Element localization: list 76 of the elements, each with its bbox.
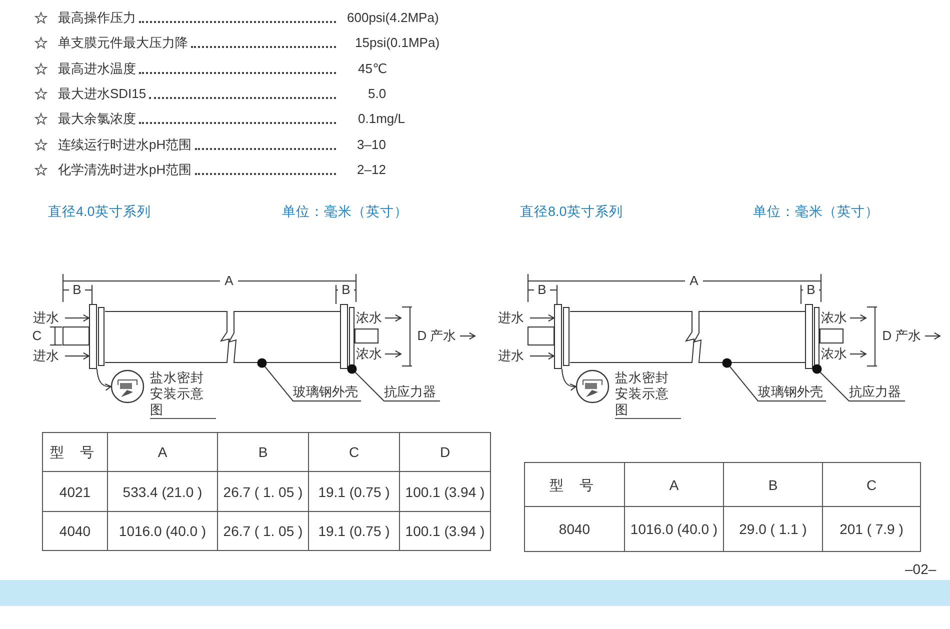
spec-name: 连续运行时进水pH范围 (58, 136, 192, 154)
unit-note: 单位：毫米（英寸） (753, 203, 879, 221)
part-label: 玻璃钢外壳 (293, 383, 361, 401)
dimension-label: A (688, 272, 700, 290)
spec-name: 最大进水SDI15 (58, 85, 146, 103)
flow-label: 浓水 (356, 345, 383, 363)
anti-telescoping-device (805, 304, 820, 369)
spec-value: 5.0 (368, 85, 386, 103)
brine-seal-flange (89, 304, 105, 369)
spec-name: 最高操作压力 (58, 9, 136, 27)
flow-label: 进水 (498, 347, 528, 365)
dimension-label: D (881, 327, 893, 345)
dimension-label: B (340, 281, 352, 299)
arrow (924, 332, 941, 340)
column-header: 型 号 (42, 432, 108, 472)
spec-name: 最大余氯浓度 (58, 110, 136, 128)
dimension-label: B (806, 281, 816, 299)
model-number: 8040 (524, 506, 625, 552)
spec-name: 化学清洗时进水pH范围 (58, 161, 192, 179)
flow-label: 进水 (498, 309, 528, 327)
part-label: 抗应力器 (384, 383, 440, 401)
column-header: D (399, 432, 491, 472)
arrow (850, 350, 867, 358)
leader-line (812, 364, 906, 402)
seal-inset-drawing (576, 370, 609, 403)
arrow (96, 368, 112, 390)
column-header: C (822, 462, 921, 507)
frp-shell-drawing (570, 311, 805, 363)
arrow (64, 352, 90, 360)
flow-label: 浓水 (821, 309, 848, 327)
flow-label: 进水 (33, 309, 63, 327)
spec-value: 45℃ (358, 60, 388, 78)
flow-label: 浓水 (356, 309, 383, 327)
flow-label: 进水 (33, 347, 63, 365)
arrow (530, 314, 555, 322)
inset-caption: 盐水密封安装示意图 (615, 370, 681, 419)
dimension-value: 201 ( 7.9 ) (822, 506, 921, 552)
spec-value: 15psi(0.1MPa) (355, 34, 440, 52)
leader-line (722, 358, 826, 402)
dimension-label: B (72, 281, 82, 299)
flow-label: 浓水 (821, 345, 848, 363)
unit-note: 单位：毫米（英寸） (282, 203, 408, 221)
column-header: 型 号 (524, 462, 625, 507)
arrow (530, 352, 555, 360)
spec-name: 最高进水温度 (58, 60, 136, 78)
dimension-label: A (224, 272, 234, 290)
arrow (64, 314, 90, 322)
arrow (384, 314, 402, 322)
anti-telescoping-device (340, 304, 355, 369)
spec-value: 600psi(4.2MPa) (347, 9, 439, 27)
flow-label: 产水 (895, 327, 923, 345)
arrow (562, 368, 577, 390)
dimension-label: B (536, 281, 548, 299)
series-heading: 直径4.0英寸系列 (48, 203, 151, 221)
model-number: 4040 (42, 511, 108, 551)
flow-label: 产水 (430, 327, 458, 345)
part-label: 抗应力器 (849, 383, 905, 401)
dimension-value: 100.1 (3.94 ) (399, 511, 491, 551)
frp-shell-drawing (105, 311, 340, 363)
leader-line (257, 358, 362, 402)
inset-caption: 盐水密封安装示意图 (150, 370, 216, 419)
seal-inset-drawing (111, 370, 144, 403)
arrow (460, 332, 476, 340)
spec-value: 3–10 (357, 136, 386, 154)
arrow (850, 314, 867, 322)
part-label: 玻璃钢外壳 (758, 383, 826, 401)
spec-name: 单支膜元件最大压力降 (58, 34, 188, 52)
leader-line (347, 364, 440, 402)
spec-value: 0.1mg/L (358, 110, 405, 128)
page-number: –02– (905, 560, 936, 578)
arrow (384, 350, 402, 358)
series-heading: 直径8.0英寸系列 (520, 203, 623, 221)
dimension-label: C (31, 327, 43, 345)
brine-seal-flange (554, 304, 570, 369)
spec-value: 2–12 (357, 161, 386, 179)
dimension-label: D (416, 327, 428, 345)
